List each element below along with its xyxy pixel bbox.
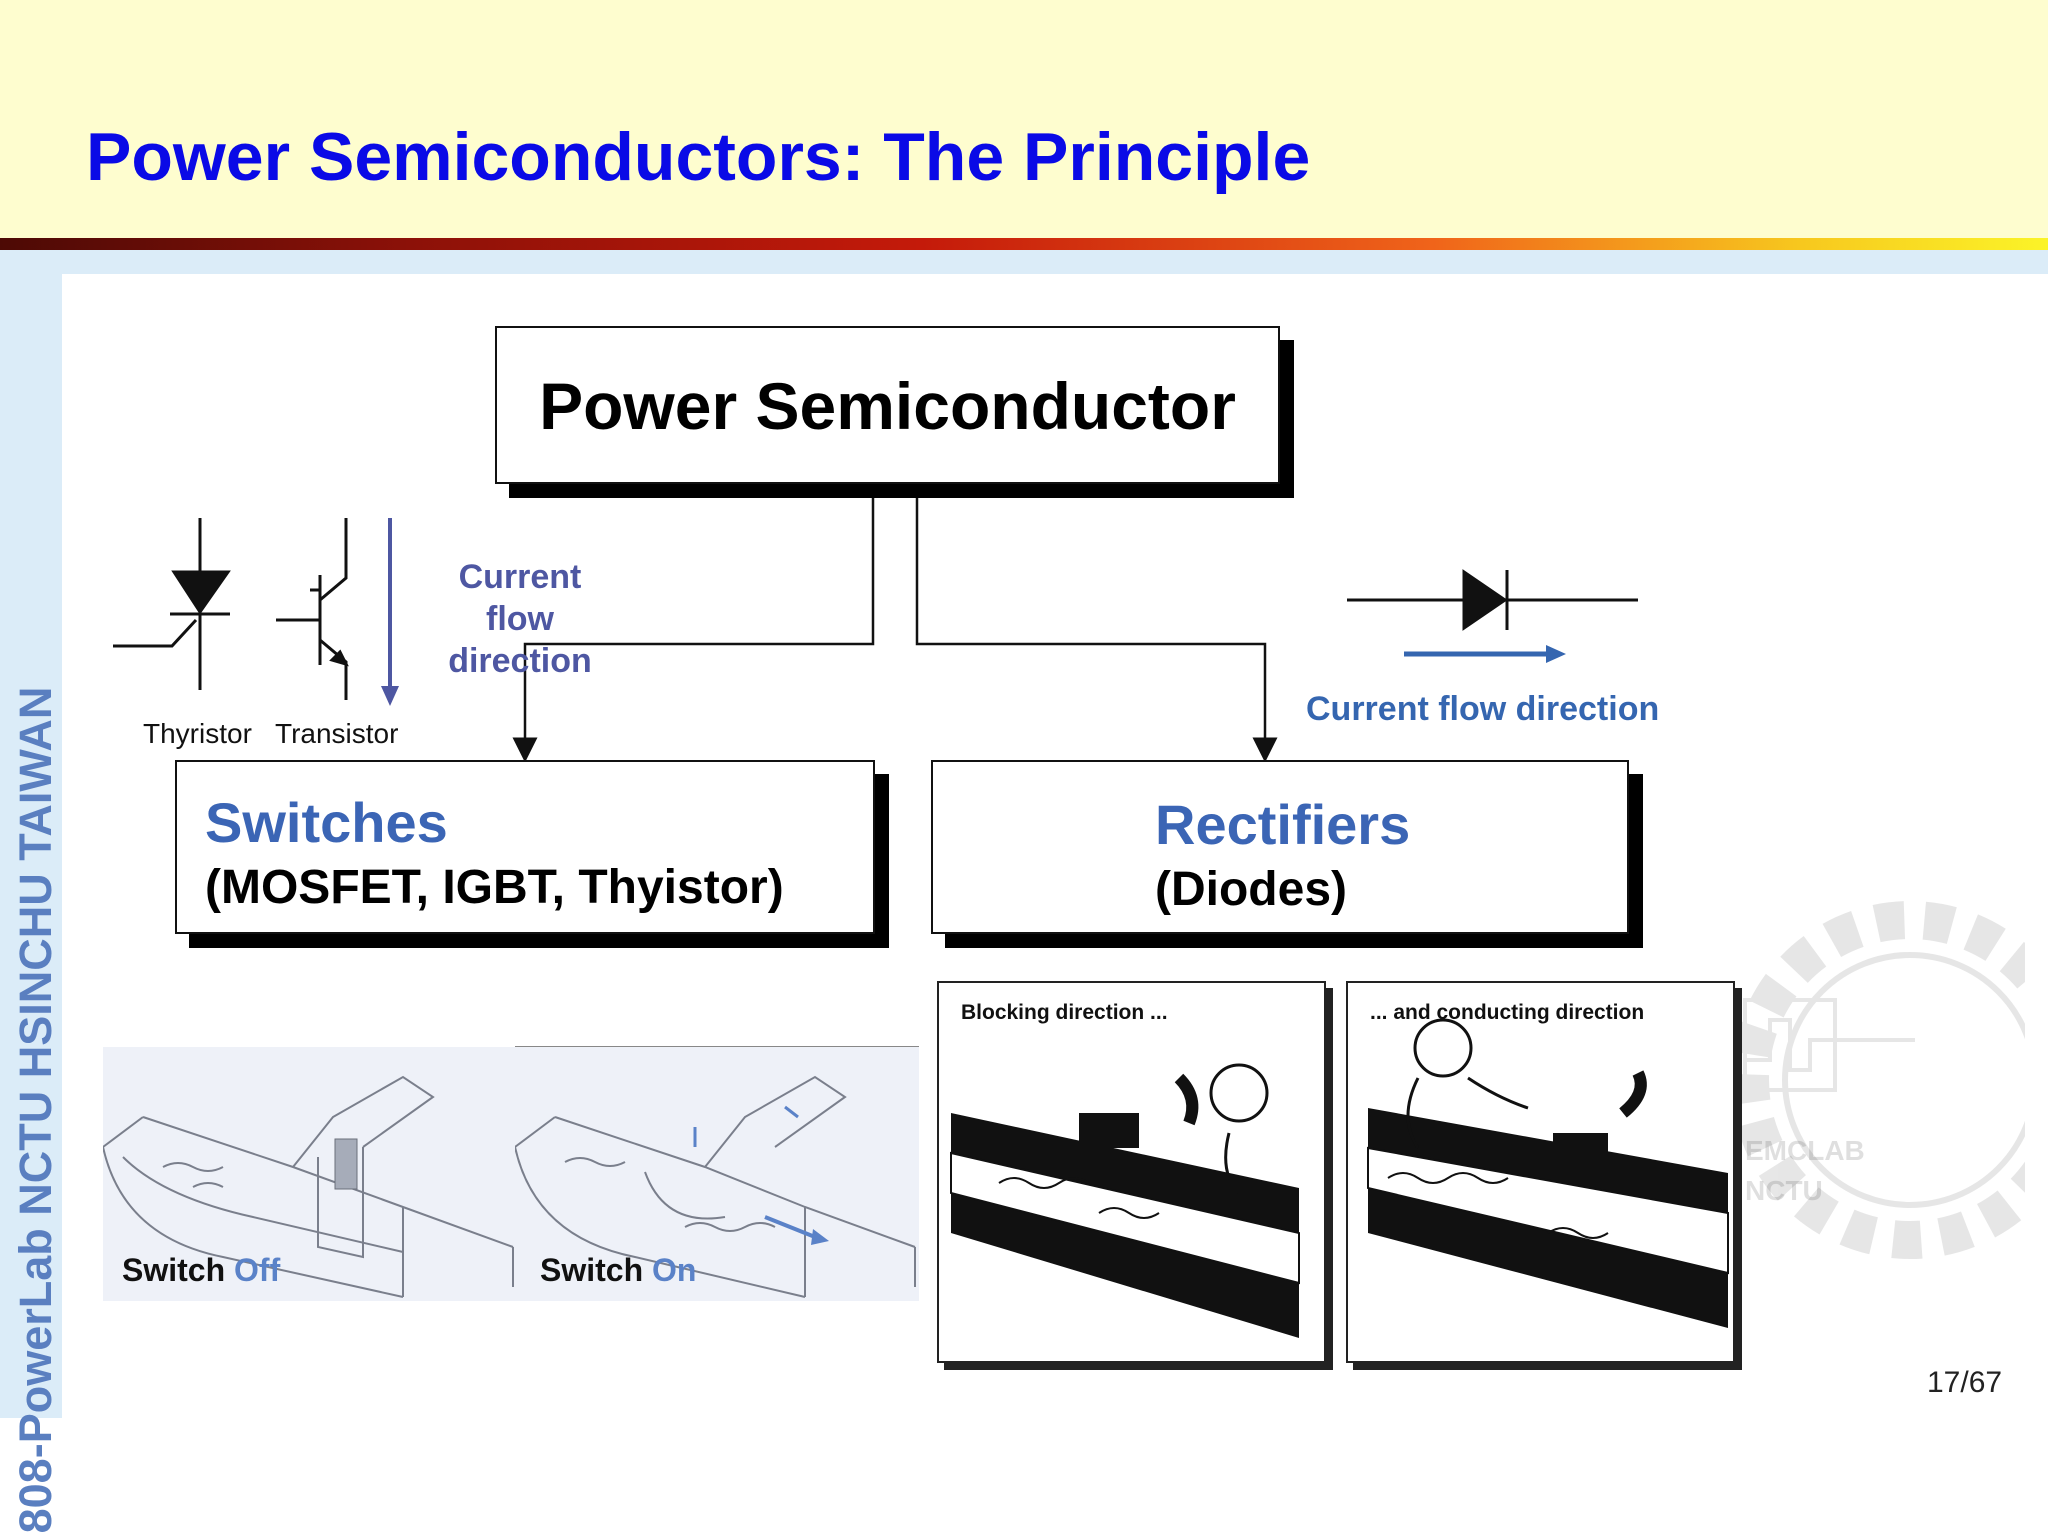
canal-off-drawing [102,1075,514,1298]
rectifiers-box: Rectifiers (Diodes) [931,760,1629,934]
header-bar [0,0,2048,240]
power-semiconductor-box: Power Semiconductor [495,326,1280,484]
switch-on-label: Switch On [540,1252,696,1289]
connector-lines [512,498,1278,763]
transistor-label: Transistor [275,718,399,749]
left-flow-text: Current flow direction [448,558,592,680]
rectifiers-title: Rectifiers [1155,793,1411,856]
transistor-icon [276,518,349,700]
switch-off-word: Switch [122,1252,226,1288]
blocking-caption: Blocking direction ... [961,1001,1168,1024]
right-flow-label: Current flow direction [1306,690,1660,728]
root-label: Power Semiconductor [539,369,1236,443]
gear-logo-watermark: EMCLAB NCTU [1731,901,2025,1259]
switch-off-state: Off [234,1252,281,1288]
conducting-caption: ... and conducting direction [1370,1001,1645,1024]
watermark-text-1: EMCLAB [1745,1135,1865,1166]
switches-box: Switches (MOSFET, IGBT, Thyistor) [175,760,875,934]
gradient-rule [0,238,2048,250]
switch-on-state: On [652,1252,697,1288]
switch-on-illustration [514,1047,919,1301]
slide-title: Power Semiconductors: The Principle [86,119,1311,195]
switches-subtitle: (MOSFET, IGBT, Thyistor) [205,861,784,914]
rectifiers-subtitle: (Diodes) [1155,863,1347,916]
thyristor-icon [113,518,231,690]
blocking-cartoon [950,1063,1300,1338]
switch-on-word: Switch [540,1252,644,1288]
blocking-direction-panel: Blocking direction ... [937,981,1326,1363]
page-number: 17/67 [1927,1366,2003,1399]
diode-icon [1347,569,1638,631]
canal-on-drawing [514,1075,916,1298]
current-arrow-down-icon [381,518,399,706]
conducting-cartoon [1367,1018,1729,1328]
switches-title: Switches [205,791,448,854]
sidebar: 808-PowerLab NCTU HSINCHU TAIWAN [0,250,62,1533]
watermark-text-2: NCTU [1745,1175,1823,1206]
switch-off-illustration [102,1047,515,1301]
conducting-direction-panel: ... and conducting direction [1346,981,1735,1363]
switch-off-label: Switch Off [122,1252,280,1289]
thyristor-label: Thyristor [143,718,252,749]
current-arrow-right-icon [1404,645,1566,663]
light-band [0,250,2048,274]
left-flow-label: Current flow direction [420,556,620,682]
